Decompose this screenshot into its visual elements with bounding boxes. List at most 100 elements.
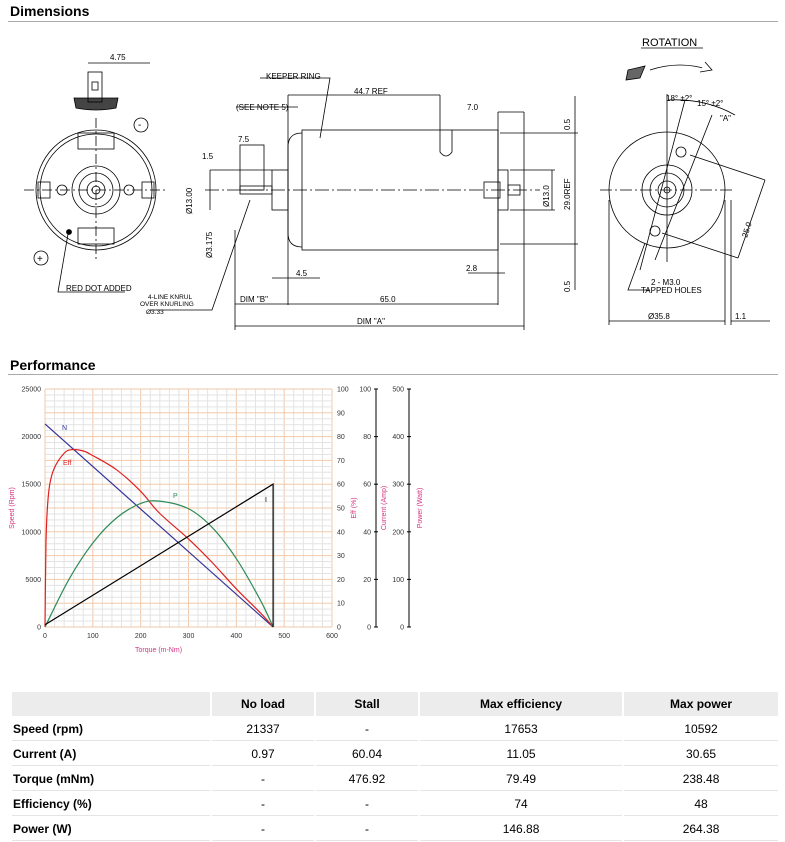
y-axis-label: Speed (Rpm) [9, 487, 16, 529]
y-tick-label: 10000 [22, 529, 42, 536]
x-axis-label: Torque (m-Nm) [135, 647, 182, 654]
column-header [12, 692, 210, 716]
table-cell: - [316, 793, 418, 816]
row-label: Speed (rpm) [12, 718, 210, 741]
y-tick-label: 0 [367, 625, 371, 632]
y-tick-label: 10 [337, 601, 345, 608]
y-tick-label: 50 [337, 506, 345, 513]
angle-18: 18° ±2° [666, 94, 692, 103]
keeper-ring-label: KEEPER RING [266, 72, 321, 81]
table-cell: 60.04 [316, 743, 418, 766]
table-cell: 21337 [212, 718, 314, 741]
y-tick-label: 0 [337, 625, 341, 632]
dim-1-5: 1.5 [202, 152, 214, 161]
knurl-line-2: OVER KNURLING [140, 301, 194, 308]
column-header: No load [212, 692, 314, 716]
row-label: Torque (mNm) [12, 768, 210, 791]
dim-7-5: 7.5 [238, 135, 250, 144]
y-tick-label: 100 [359, 387, 371, 394]
series-label-p: P [173, 493, 178, 500]
table-cell: 74 [420, 793, 623, 816]
dia-3-175: Ø3.175 [205, 231, 214, 258]
table-cell: - [212, 818, 314, 841]
table-cell: 0.97 [212, 743, 314, 766]
x-tick-label: 500 [278, 633, 290, 640]
y-axis-label: Power (Watt) [417, 488, 424, 529]
y-tick-label: 20 [363, 577, 371, 584]
y-tick-label: 30 [337, 553, 345, 560]
x-tick-label: 100 [87, 633, 99, 640]
y-tick-label: 60 [337, 482, 345, 489]
dim-1-1: 1.1 [735, 312, 747, 321]
dim-65: 65.0 [380, 295, 396, 304]
dimensions-title: Dimensions [10, 3, 90, 19]
y-tick-label: 15000 [22, 482, 42, 489]
series-label-eff: Eff [63, 460, 71, 467]
minus-terminal: - [138, 120, 141, 131]
series-p-line [44, 500, 274, 628]
y-axis-label: Current (Amp) [381, 486, 388, 530]
y-tick-label: 300 [392, 482, 404, 489]
x-tick-label: 0 [43, 633, 47, 640]
dim-4-5: 4.5 [296, 269, 308, 278]
divider [8, 374, 778, 375]
y-tick-label: 70 [337, 458, 345, 465]
red-dot-label: RED DOT ADDED [66, 284, 132, 293]
table-cell: 264.38 [624, 818, 778, 841]
dim-2-8: 2.8 [466, 264, 478, 273]
table-cell: - [316, 818, 418, 841]
dim-4-75: 4.75 [110, 53, 126, 62]
see-note-label: (SEE NOTE 5) [236, 103, 289, 112]
y-tick-label: 60 [363, 482, 371, 489]
column-header: Stall [316, 692, 418, 716]
dim-b: DIM "B" [240, 295, 268, 304]
table-cell: 17653 [420, 718, 623, 741]
view-a: "A" [720, 114, 731, 123]
series-label-n: N [62, 425, 67, 432]
angle-15: 15° ±2° [697, 99, 723, 108]
table-cell: 48 [624, 793, 778, 816]
table-cell: - [212, 768, 314, 791]
y-tick-label: 200 [392, 529, 404, 536]
column-header: Max power [624, 692, 778, 716]
dim-0-5-bot: 0.5 [563, 280, 572, 292]
y-tick-label: 0 [400, 625, 404, 632]
column-header: Max efficiency [420, 692, 623, 716]
dim-7-0: 7.0 [467, 103, 479, 112]
dia-13-0: Ø13.0 [542, 185, 551, 207]
knurl-line-1: 4-LINE KNRUL [148, 294, 192, 301]
table-cell: - [212, 793, 314, 816]
y-tick-label: 40 [363, 529, 371, 536]
dia-35-8: Ø35.8 [648, 312, 670, 321]
dimension-drawing: 4.75 - + RED DOT ADDED KEEPER RING 44.7 … [24, 37, 770, 330]
side-view [150, 77, 578, 330]
x-tick-label: 600 [326, 633, 338, 640]
front-end-view [600, 47, 770, 325]
rotation-label: ROTATION [642, 37, 697, 49]
y-tick-label: 20000 [22, 434, 42, 441]
series-eff-line [44, 448, 274, 628]
table-cell: 11.05 [420, 743, 623, 766]
x-tick-label: 200 [135, 633, 147, 640]
table-cell: 79.49 [420, 768, 623, 791]
dim-0-5-top: 0.5 [563, 118, 572, 130]
knurl-line-3: Ø3.33 [146, 309, 164, 316]
row-label: Power (W) [12, 818, 210, 841]
y-tick-label: 40 [337, 529, 345, 536]
table-cell: 30.65 [624, 743, 778, 766]
y-tick-label: 500 [392, 387, 404, 394]
table-cell: - [316, 718, 418, 741]
ref-44-7: 44.7 REF [354, 87, 388, 96]
ref-29: 29.0REF [563, 178, 572, 210]
y-tick-label: 0 [37, 625, 41, 632]
y-tick-label: 5000 [25, 577, 41, 584]
dia-13-00: Ø13.00 [185, 187, 194, 214]
plus-terminal: + [37, 254, 43, 265]
y-tick-label: 25000 [22, 387, 42, 394]
y-tick-label: 100 [392, 577, 404, 584]
